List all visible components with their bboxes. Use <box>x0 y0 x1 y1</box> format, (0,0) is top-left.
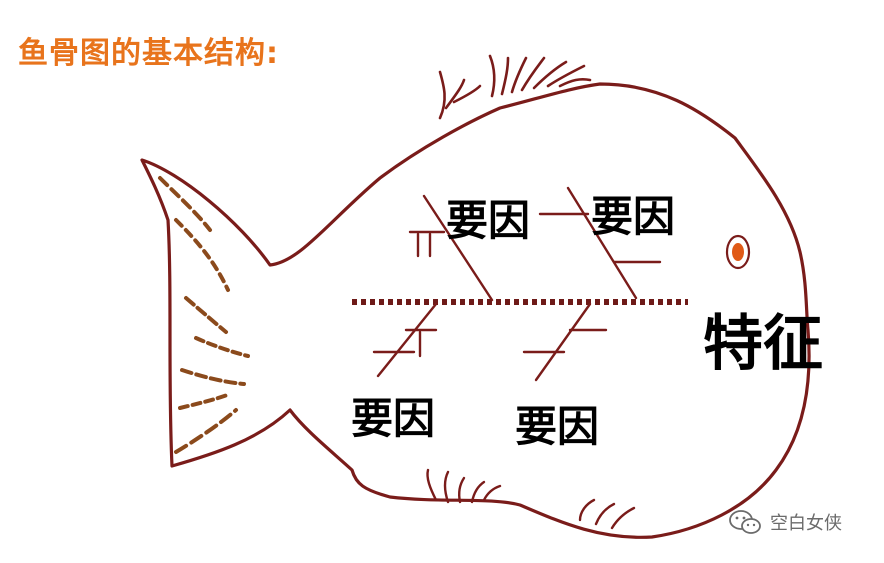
bottom-fins <box>426 468 636 530</box>
page-title: 鱼骨图的基本结构: <box>18 36 279 71</box>
cause-label-lower-2: 要因 <box>515 402 600 451</box>
cause-label-upper-2: 要因 <box>591 192 676 241</box>
cause-label-lower-1: 要因 <box>351 394 436 443</box>
dorsal-fin <box>438 54 592 120</box>
wechat-icon <box>729 510 761 534</box>
lower-bones <box>372 302 608 382</box>
cause-label-upper-1: 要因 <box>446 196 531 245</box>
upper-bones <box>408 186 662 302</box>
fish-outline <box>140 82 811 539</box>
watermark-text: 空白女侠 <box>770 513 842 534</box>
tail-fin <box>158 176 250 454</box>
watermark: 空白女侠 <box>728 509 842 535</box>
effect-label: 特征 <box>703 309 823 379</box>
